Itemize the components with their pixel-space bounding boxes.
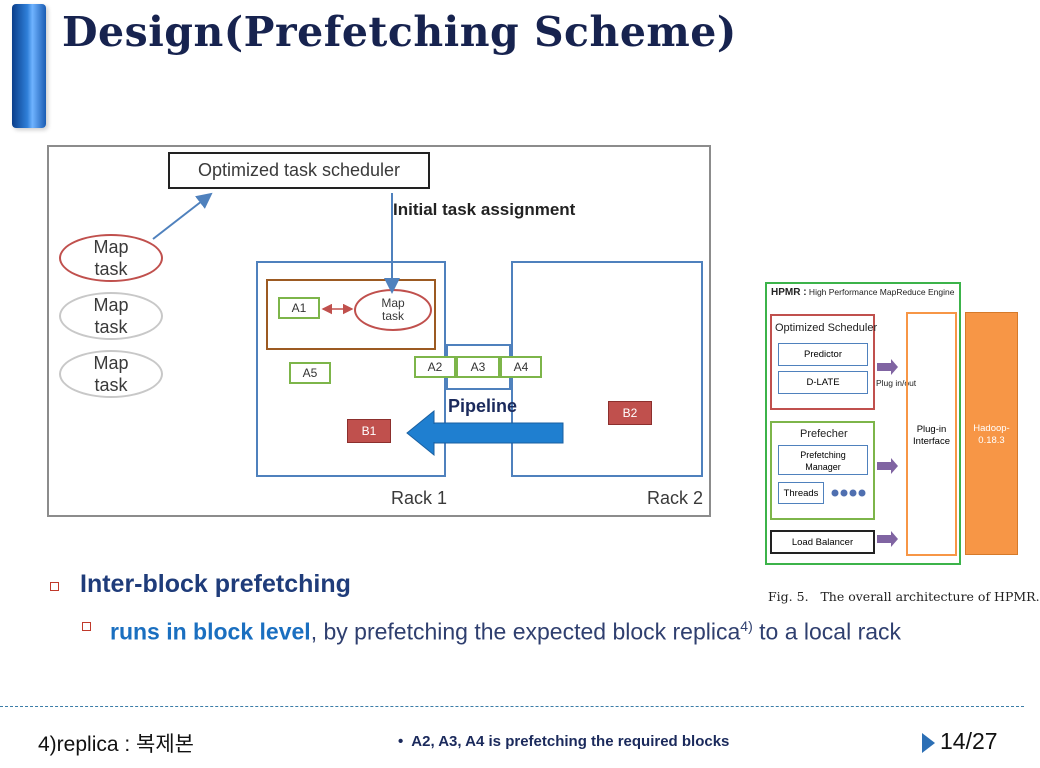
block-a4: A4 bbox=[500, 356, 542, 378]
block-a4-label: A4 bbox=[513, 360, 529, 374]
hadoop-box: Hadoop- 0.18.3 bbox=[965, 312, 1018, 555]
block-a3-label: A3 bbox=[470, 360, 486, 374]
block-b2-label: B2 bbox=[622, 406, 638, 420]
map-task-line2: task bbox=[94, 317, 128, 337]
footer-divider bbox=[0, 706, 1024, 707]
block-b2: B2 bbox=[608, 401, 652, 425]
footer-note: • A2, A3, A4 is prefetching the required … bbox=[398, 733, 729, 750]
prefecher-label: Prefecher bbox=[800, 428, 848, 440]
prefecher-box bbox=[770, 421, 875, 520]
hadoop-line2: 0.18.3 bbox=[978, 435, 1005, 446]
pipeline-label: Pipeline bbox=[448, 396, 518, 416]
block-a3: A3 bbox=[456, 356, 500, 378]
block-a1-label: A1 bbox=[291, 301, 307, 315]
map-to-scheduler-arrow bbox=[152, 192, 213, 240]
hpmr-title-bold: HPMR : bbox=[771, 287, 807, 298]
map-task-line1: Map bbox=[93, 295, 129, 315]
scheduler-label: Optimized task scheduler bbox=[197, 160, 401, 180]
block-b1-label: B1 bbox=[361, 424, 377, 438]
inner-map-task-line1: Map bbox=[381, 296, 405, 310]
optimized-scheduler-box bbox=[770, 314, 875, 410]
page-number: 14/27 bbox=[940, 728, 998, 755]
predictor-label: Predictor bbox=[803, 349, 842, 360]
block-a2-label: A2 bbox=[427, 360, 443, 374]
sub-bullet-marker bbox=[82, 622, 91, 631]
plugin-interface-line2: Interface bbox=[913, 436, 950, 447]
map-task-line2: task bbox=[94, 375, 128, 395]
threads-label: Threads bbox=[783, 487, 819, 499]
footer-note-bullet: • bbox=[398, 733, 404, 750]
prefetching-manager-line1: Prefetching bbox=[800, 450, 846, 460]
footnote: 4)replica : 복제본 bbox=[38, 733, 194, 756]
hpmr-title: HPMR : High Performance MapReduce Engine bbox=[771, 287, 954, 298]
prefetching-diagram: Optimized task scheduler Initial task as… bbox=[47, 145, 711, 517]
sub-bullet-tail: to a local rack bbox=[752, 618, 902, 645]
rack-1-label: Rack 1 bbox=[391, 488, 448, 508]
node-box bbox=[266, 279, 436, 350]
block-a2: A2 bbox=[414, 356, 456, 378]
page-total: /27 bbox=[965, 728, 998, 754]
sub-bullet-rest: , by prefetching the expected block repl… bbox=[310, 618, 741, 645]
hpmr-outer-box bbox=[765, 282, 961, 565]
threads-box: Threads bbox=[778, 482, 824, 504]
initial-assignment-label: Initial task assignment bbox=[393, 200, 576, 219]
block-b1: B1 bbox=[347, 419, 391, 443]
slide-title: Design(Prefetching Scheme) bbox=[62, 8, 737, 56]
block-a5: A5 bbox=[289, 362, 331, 384]
main-bullet-text: Inter-block prefetching bbox=[80, 570, 351, 598]
load-balancer-box: Load Balancer bbox=[770, 530, 875, 554]
sub-bullet-text: runs in block level, by prefetching the … bbox=[110, 611, 910, 647]
sub-bullet-superscript: 4) bbox=[740, 618, 753, 634]
left-diagram-arrows bbox=[152, 192, 564, 457]
pipeline-arrow bbox=[406, 409, 564, 457]
map-task-line1: Map bbox=[93, 237, 129, 257]
plug-in-out-label: Plug in/out bbox=[876, 378, 917, 388]
prefetching-manager-line2: Manager bbox=[805, 462, 841, 472]
block-a1: A1 bbox=[278, 297, 320, 319]
inner-map-task-line2: task bbox=[381, 309, 404, 323]
scheduler-box: Optimized task scheduler bbox=[168, 152, 430, 189]
footer-note-text: A2, A3, A4 is prefetching the required b… bbox=[411, 733, 730, 750]
predictor-box: Predictor bbox=[778, 343, 868, 366]
hpmr-title-rest: High Performance MapReduce Engine bbox=[806, 287, 955, 297]
block-a5-label: A5 bbox=[302, 366, 318, 380]
hpmr-caption: Fig. 5. The overall architecture of HPMR… bbox=[768, 589, 1040, 604]
rack-2-label: Rack 2 bbox=[647, 488, 704, 508]
map-task-line2: task bbox=[94, 259, 128, 279]
page-arrow-icon bbox=[922, 733, 935, 753]
hpmr-architecture-figure: HPMR : High Performance MapReduce Engine… bbox=[764, 282, 1020, 565]
title-accent-bar bbox=[12, 4, 46, 128]
d-late-box: D-LATE bbox=[778, 371, 868, 394]
prefetching-manager-box: Prefetching Manager bbox=[778, 445, 868, 475]
hadoop-line1: Hadoop- bbox=[973, 423, 1010, 434]
plugin-interface-line1: Plug-in bbox=[916, 424, 947, 435]
main-bullet-marker bbox=[50, 582, 59, 591]
optimized-scheduler-label: Optimized Scheduler bbox=[775, 322, 878, 334]
sub-bullet-highlight: runs in block level bbox=[110, 618, 311, 645]
map-task-line1: Map bbox=[93, 353, 129, 373]
threads-dots-icon bbox=[831, 489, 866, 497]
load-balancer-label: Load Balancer bbox=[791, 536, 854, 548]
d-late-label: D-LATE bbox=[806, 377, 840, 388]
plugin-interface-box: Plug-in Interface bbox=[906, 312, 957, 556]
hpmr-plug-arrows bbox=[877, 359, 898, 547]
page-current: 14 bbox=[940, 728, 966, 754]
